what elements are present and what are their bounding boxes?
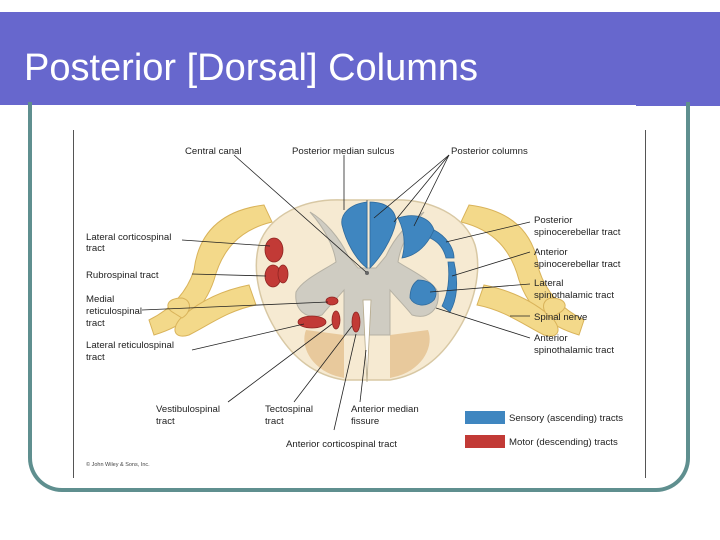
label-vestibulospinal: Vestibulospinal xyxy=(156,404,220,415)
label-lateral-spinothalamic: Lateral xyxy=(534,278,563,289)
motor-tracts xyxy=(264,237,361,333)
label-medial-reticulospinal: Medial xyxy=(86,294,114,305)
label-tectospinal: Tectospinal xyxy=(265,404,313,415)
anterior-median-fissure xyxy=(362,299,372,383)
title-underline xyxy=(0,105,636,108)
anterior-spinocerebellar-tract xyxy=(441,261,458,313)
legend-label-motor: Motor (descending) tracts xyxy=(509,437,618,448)
label-posterior-spinocerebellar: Posterior xyxy=(534,215,573,226)
label-anterior-spinocerebellar: Anterior xyxy=(534,247,568,258)
label-lateral-corticospinal-2: tract xyxy=(86,243,105,254)
posterior-spinocerebellar-tract xyxy=(429,229,455,259)
label-anterior-median-fissure: Anterior median xyxy=(351,404,419,415)
anterior-corticospinal-tract xyxy=(351,311,361,333)
slide-title: Posterior [Dorsal] Columns xyxy=(24,47,479,89)
label-posterior-spinocerebellar-2: spinocerebellar tract xyxy=(534,227,621,238)
label-lateral-spinothalamic-2: spinothalamic tract xyxy=(534,290,614,301)
content-frame xyxy=(28,102,690,492)
label-lateral-reticulospinal-2: tract xyxy=(86,352,105,363)
label-anterior-spinothalamic: Anterior xyxy=(534,333,568,344)
label-lateral-reticulospinal: Lateral reticulospinal xyxy=(86,340,174,351)
slide-title-bar: Posterior [Dorsal] Columns xyxy=(0,12,720,108)
label-posterior-columns: Posterior columns xyxy=(451,146,528,157)
label-anterior-spinocerebellar-2: spinocerebellar tract xyxy=(534,259,621,270)
spinal-cord-figure: Central canal Posterior median sulcus Po… xyxy=(73,130,646,478)
diagram-labels: Central canal Posterior median sulcus Po… xyxy=(86,146,621,450)
lateral-spinothalamic-tract xyxy=(409,279,437,306)
anterior-white-right xyxy=(390,330,430,378)
label-lateral-corticospinal: Lateral corticospinal xyxy=(86,232,171,243)
label-anterior-median-fissure-2: fissure xyxy=(351,416,379,427)
label-central-canal: Central canal xyxy=(185,146,242,157)
label-vestibulospinal-2: tract xyxy=(156,416,175,427)
legend-swatch-motor xyxy=(465,435,505,448)
spinal-cord-diagram: Central canal Posterior median sulcus Po… xyxy=(86,146,623,468)
lateral-reticulospinal-tract xyxy=(297,315,327,329)
legend-label-sensory: Sensory (ascending) tracts xyxy=(509,413,623,424)
medial-reticulospinal-tract xyxy=(325,296,339,306)
label-tectospinal-2: tract xyxy=(265,416,284,427)
spinal-nerve-roots xyxy=(148,204,585,337)
diagram-legend: Sensory (ascending) tracts Motor (descen… xyxy=(465,411,623,448)
label-medial-reticulospinal-3: tract xyxy=(86,318,105,329)
anterior-white-left xyxy=(304,330,344,378)
lateral-corticospinal-tract xyxy=(264,237,284,263)
legend-swatch-sensory xyxy=(465,411,505,424)
label-medial-reticulospinal-2: reticulospinal xyxy=(86,306,142,317)
label-spinal-nerve: Spinal nerve xyxy=(534,312,587,323)
label-posterior-median-sulcus: Posterior median sulcus xyxy=(292,146,395,157)
sensory-tracts xyxy=(341,201,458,313)
posterior-columns-tract xyxy=(341,201,368,269)
label-anterior-spinothalamic-2: spinothalamic tract xyxy=(534,345,614,356)
label-rubrospinal: Rubrospinal tract xyxy=(86,270,159,281)
leader-lines xyxy=(141,154,531,431)
label-anterior-corticospinal: Anterior corticospinal tract xyxy=(286,439,397,450)
copyright-notice: © John Wiley & Sons, Inc. xyxy=(86,461,150,468)
